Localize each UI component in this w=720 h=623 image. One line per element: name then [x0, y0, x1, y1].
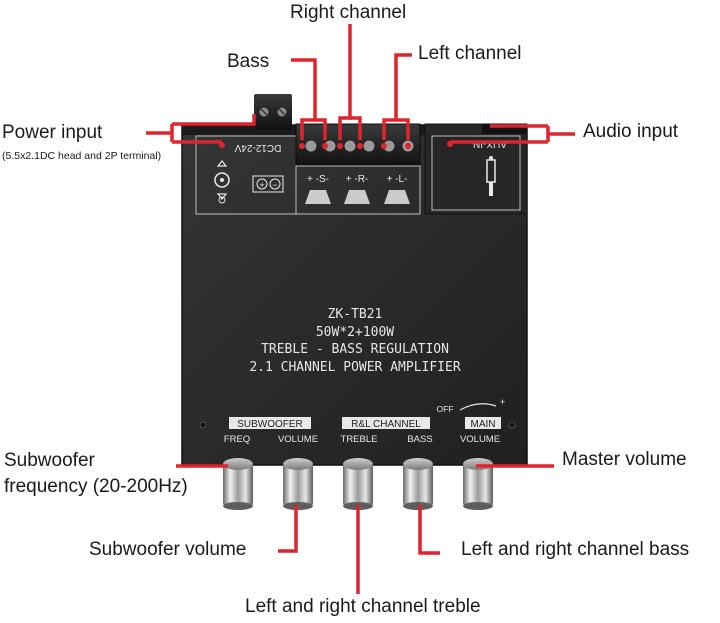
- knobs: [223, 458, 493, 510]
- power-terminal-block: [254, 94, 292, 130]
- speaker-label-s: + -S-: [307, 174, 329, 185]
- svg-text:−: −: [272, 180, 277, 190]
- aux-outline: [431, 135, 521, 211]
- speaker-label-l: + -L-: [387, 174, 408, 185]
- dc-jack-icon: [214, 160, 230, 204]
- group-subwoofer-label: SUBWOOFER: [237, 419, 303, 430]
- label-subwoofer-volume: Subwoofer volume: [89, 539, 247, 560]
- label-master-volume: Master volume: [562, 449, 687, 470]
- label-right-channel: Right channel: [290, 2, 407, 23]
- group-rl-label: R&L CHANNEL: [351, 419, 421, 430]
- callout-line-lr-bass: [418, 505, 440, 555]
- power-section: DC12-24V + −: [195, 94, 297, 215]
- mount-hole-right: [508, 421, 516, 429]
- knob-labels: SUBWOOFER R&L CHANNEL MAIN OFF + FREQ VO…: [224, 397, 505, 445]
- board-regulation: TREBLE - BASS REGULATION: [261, 342, 449, 357]
- callout-lines: [146, 24, 575, 594]
- label-subwoofer-frequency: Subwoofer frequency (20-200Hz): [4, 450, 188, 497]
- label-left-channel: Left channel: [418, 43, 522, 64]
- callout-line-right-channel: [338, 24, 352, 140]
- knob-label-main-volume: VOLUME: [460, 434, 500, 445]
- callout-dots: [219, 141, 453, 149]
- mount-hole-left: [199, 421, 207, 429]
- speaker-labels-outline: [295, 165, 421, 215]
- amplifier-board: DC12-24V + −: [181, 94, 528, 466]
- knob-treble[interactable]: [343, 458, 373, 510]
- label-power-input: Power input: [2, 122, 103, 143]
- off-label: OFF: [437, 404, 454, 414]
- knob-bass[interactable]: [403, 458, 433, 510]
- speaker-icons: [305, 190, 410, 204]
- aux-jack-icon: [486, 156, 496, 196]
- board-description: 2.1 CHANNEL POWER AMPLIFIER: [249, 360, 460, 375]
- knob-label-sub-volume: VOLUME: [278, 434, 318, 445]
- knob-label-freq: FREQ: [224, 434, 250, 445]
- label-lr-bass: Left and right channel bass: [461, 539, 690, 560]
- polarity-icon: + −: [252, 175, 284, 193]
- dc-voltage-label: DC12-24V: [234, 142, 281, 153]
- board-power: 50W*2+100W: [316, 325, 394, 340]
- svg-text:+: +: [500, 397, 505, 407]
- label-power-input-note: (5.5x2.1DC head and 2P terminal): [2, 150, 162, 162]
- knob-subwoofer-volume[interactable]: [283, 458, 313, 510]
- callout-line-subwoofer-volume: [278, 505, 298, 553]
- terminal-screws: [304, 139, 415, 153]
- label-audio-input: Audio input: [583, 121, 679, 142]
- label-bass: Bass: [227, 51, 270, 72]
- audio-input-section: AUX-IN: [424, 123, 528, 215]
- knob-label-bass: BASS: [407, 434, 432, 445]
- board-print: ZK-TB21 50W*2+100W TREBLE - BASS REGULAT…: [249, 307, 460, 375]
- knob-label-treble: TREBLE: [341, 434, 378, 445]
- volume-arc-icon: [459, 403, 497, 411]
- board-model: ZK-TB21: [328, 307, 383, 322]
- speaker-label-r: + -R-: [346, 174, 369, 185]
- label-lr-treble: Left and right channel treble: [245, 596, 481, 617]
- knob-master-volume[interactable]: [463, 458, 493, 510]
- knob-subwoofer-frequency[interactable]: [223, 458, 253, 510]
- svg-text:+: +: [259, 180, 264, 190]
- group-main-label: MAIN: [471, 419, 496, 430]
